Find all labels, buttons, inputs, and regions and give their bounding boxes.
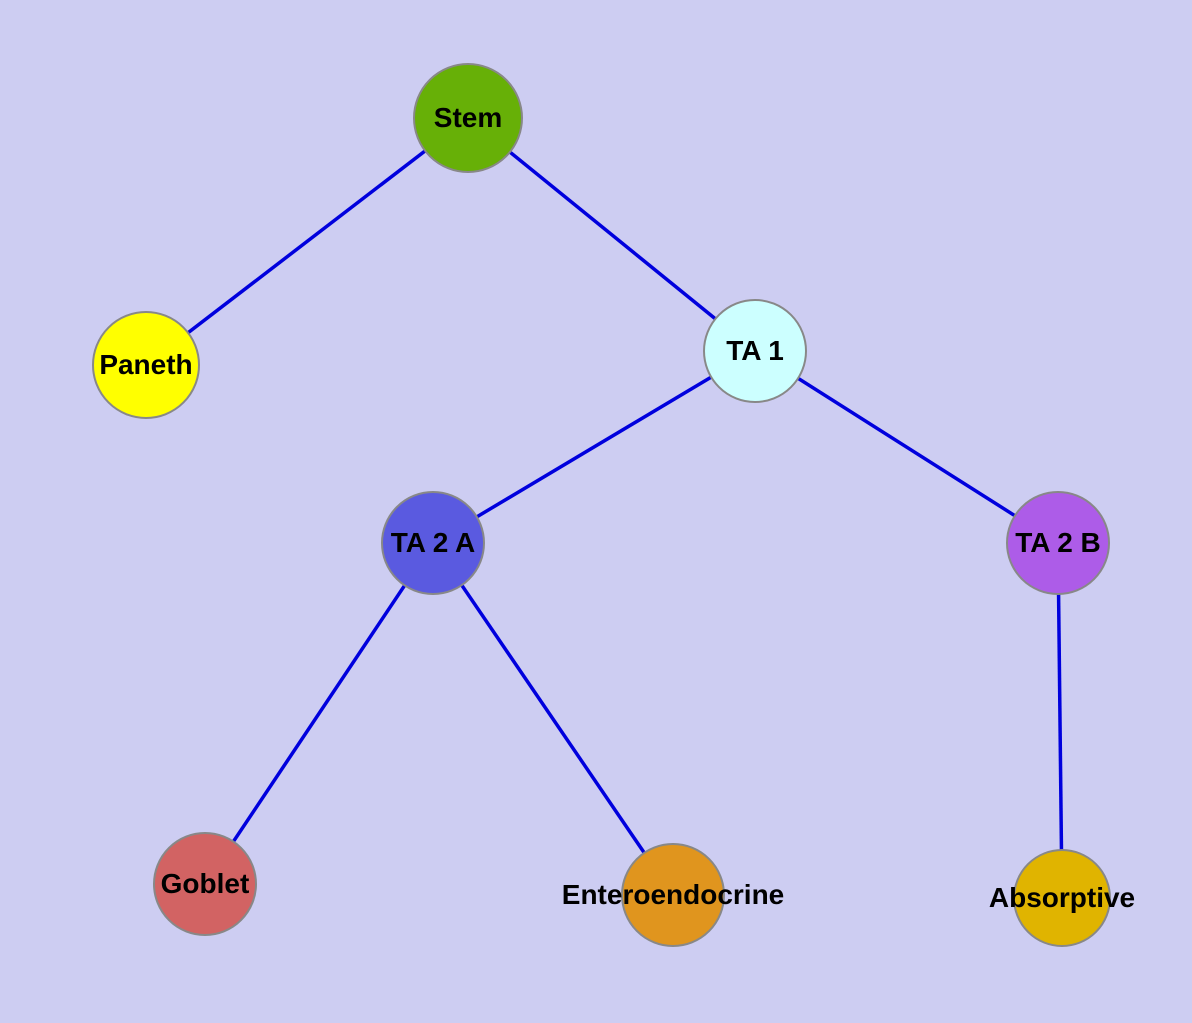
node-ta-2-b[interactable]: TA 2 B: [1006, 491, 1110, 595]
node-stem[interactable]: Stem: [413, 63, 523, 173]
edge-ta-2-a-goblet: [203, 542, 435, 885]
node-ta-2-a[interactable]: TA 2 A: [381, 491, 485, 595]
node-ta-1[interactable]: TA 1: [703, 299, 807, 403]
edge-ta-1-ta-2-a: [432, 349, 756, 545]
node-enteroendocrine[interactable]: Enteroendocrine: [562, 843, 784, 947]
node-label-ta-1: TA 1: [726, 335, 784, 366]
node-label-stem: Stem: [433, 102, 503, 133]
node-label-ta-2-b: TA 2 B: [1015, 527, 1101, 558]
node-absorptive[interactable]: Absorptive: [989, 849, 1135, 947]
edge-stem-ta-1: [466, 116, 757, 353]
node-label-ta-2-a: TA 2 A: [390, 527, 476, 558]
node-label-goblet: Goblet: [160, 868, 250, 899]
edge-ta-2-b-absorptive: [1056, 542, 1064, 899]
edge-ta-1-ta-2-b: [754, 349, 1059, 545]
node-paneth[interactable]: Paneth: [92, 311, 200, 419]
node-goblet[interactable]: Goblet: [153, 832, 257, 936]
edge-ta-2-a-enteroendocrine: [431, 542, 675, 896]
edge-stem-paneth: [144, 116, 470, 367]
node-label-paneth: Paneth: [99, 349, 193, 380]
